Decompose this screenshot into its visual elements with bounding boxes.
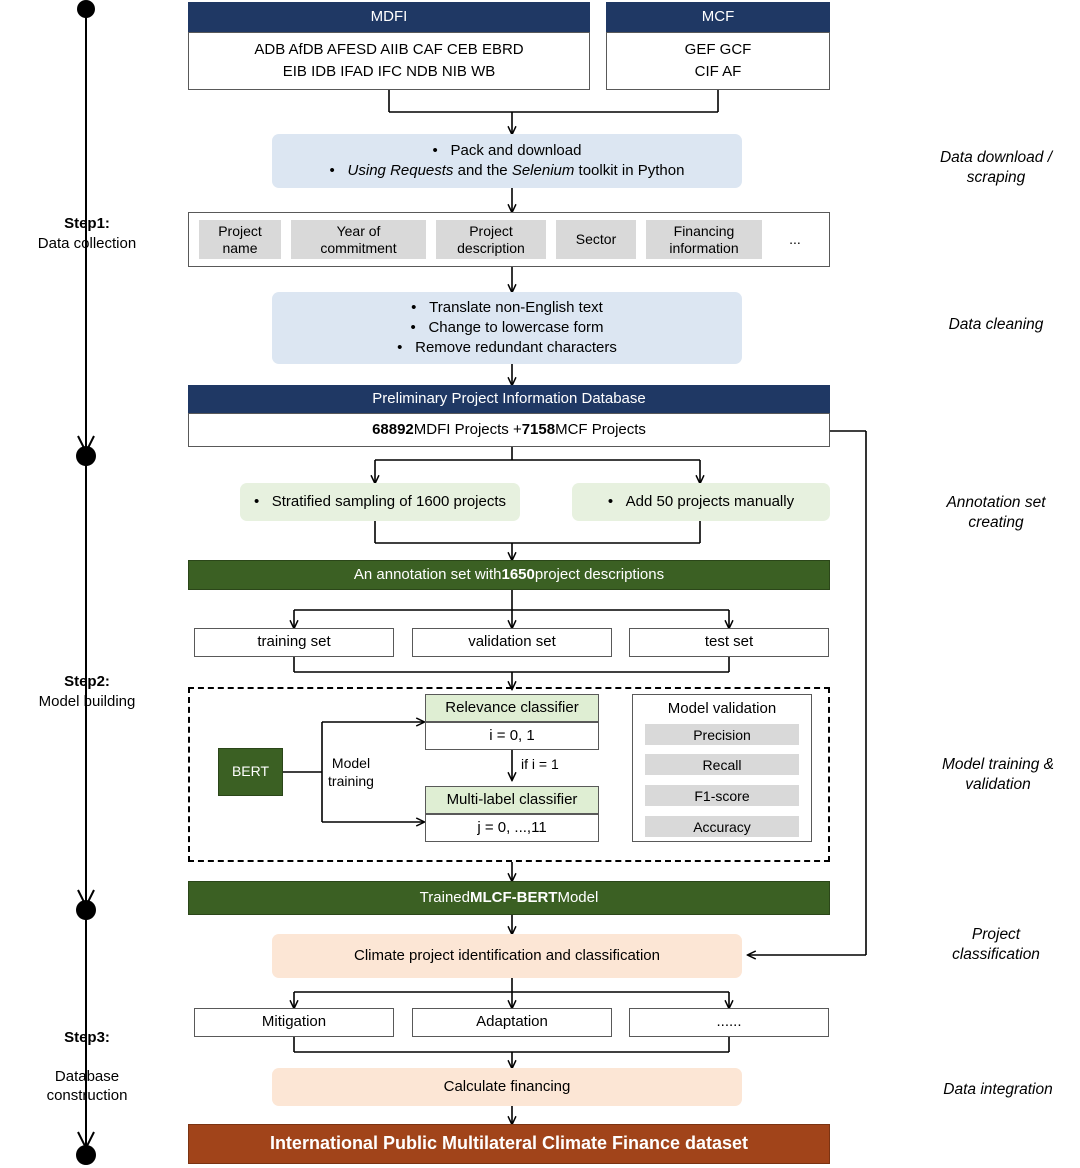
step2-subtitle: Model building: [38, 692, 136, 710]
cleaning-bullet-2: Change to lowercase form: [410, 319, 603, 337]
mdfi-header: MDFI: [188, 2, 590, 32]
model-validation-title: Model validation: [667, 700, 777, 717]
field-chip-year-of-commitment: Year of commitment: [291, 220, 426, 259]
preliminary-database-header: Preliminary Project Information Database: [188, 385, 830, 413]
model-building-container: [188, 687, 830, 862]
requests-emphasis: Using Requests: [347, 162, 454, 179]
field-chip-financing-information: Financing information: [646, 220, 762, 259]
category-box-others: ......: [629, 1008, 829, 1037]
trained-model-post: Model: [557, 888, 599, 906]
count-mcf-value: 7158: [521, 420, 556, 438]
field-chip-project-description: Project description: [436, 220, 546, 259]
stage-label-project-classification: Project classification: [952, 926, 1040, 964]
download-bullets: Pack and download Using Requests and the…: [272, 142, 742, 181]
cleaning-bullet-3: Remove redundant characters: [397, 339, 617, 357]
step2-title: Step2:: [64, 673, 110, 690]
selenium-emphasis: Selenium: [511, 162, 575, 179]
stage-label-model-training: Model training & validation: [941, 756, 1054, 794]
download-bullet-2: Using Requests and the Selenium toolkit …: [330, 162, 685, 180]
stage-label-annotation-set: Annotation set creating: [946, 494, 1046, 532]
stage-label-data-download: Data download / scraping: [939, 149, 1053, 187]
multilabel-classifier-header: Multi-label classifier: [425, 786, 599, 814]
data-cleaning-step: Translate non-English text Change to low…: [272, 292, 742, 364]
step1-title: Step1:: [64, 215, 110, 232]
cleaning-bullet-1: Translate non-English text: [411, 299, 603, 317]
step-label-1: Step1: Data collection: [8, 214, 166, 253]
field-chip-ellipsis: ...: [789, 231, 801, 247]
condition-if-i-equals-1: if i = 1: [521, 756, 559, 772]
mcf-members-line2: CIF AF: [694, 62, 742, 80]
field-chip-project-name: Project name: [199, 220, 281, 259]
split-box-test-set: test set: [629, 628, 829, 657]
split-box-validation-set: validation set: [412, 628, 612, 657]
calculate-financing-step: Calculate financing: [272, 1068, 742, 1106]
step-label-3: Step3: Database construction: [8, 1008, 166, 1106]
step3-subtitle: Database construction: [46, 1067, 128, 1105]
count-mdfi-label: MDFI Projects +: [413, 420, 522, 438]
count-mcf-label: MCF Projects: [555, 420, 646, 438]
step3-title: Step3:: [64, 1028, 110, 1046]
step1-subtitle: Data collection: [37, 234, 137, 252]
category-box-mitigation: Mitigation: [194, 1008, 394, 1037]
mdfi-members-box: ADB AfDB AFESD AIIB CAF CEB EBRD EIB IDB…: [188, 32, 590, 90]
stage-label-data-integration: Data integration: [943, 1081, 1053, 1098]
stage-label-data-cleaning: Data cleaning: [948, 316, 1044, 333]
multilabel-classifier-value: j = 0, ...,11: [425, 814, 599, 842]
mdfi-members-line1: ADB AfDB AFESD AIIB CAF CEB EBRD: [254, 41, 524, 59]
pack-and-download-step: Pack and download Using Requests and the…: [272, 134, 742, 188]
category-box-adaptation: Adaptation: [412, 1008, 612, 1037]
mcf-members-line1: GEF GCF: [684, 41, 752, 59]
stratified-sampling-label: Stratified sampling of 1600 projects: [254, 493, 506, 511]
metric-f1-score: F1-score: [645, 785, 799, 806]
cleaning-bullets: Translate non-English text Change to low…: [272, 299, 742, 358]
mdfi-members-line2: EIB IDB IFAD IFC NDB NIB WB: [282, 62, 496, 80]
mcf-members-box: GEF GCF CIF AF: [606, 32, 830, 90]
mcf-header: MCF: [606, 2, 830, 32]
model-training-label: Model training: [328, 755, 374, 789]
field-chip-sector: Sector: [556, 220, 636, 259]
trained-model-name: MLCF-BERT: [469, 888, 558, 906]
download-bullet-2-post: toolkit in Python: [574, 162, 685, 179]
final-dataset-bar: International Public Multilateral Climat…: [188, 1124, 830, 1164]
metric-accuracy: Accuracy: [645, 816, 799, 837]
annotation-set-pre: An annotation set with: [353, 565, 502, 583]
step-label-2: Step2: Model building: [8, 672, 166, 711]
preliminary-database-counts: 68892 MDFI Projects + 7158 MCF Projects: [188, 413, 830, 447]
annotation-set-bar: An annotation set with 1650 project desc…: [188, 560, 830, 590]
download-bullet-1: Pack and download: [433, 142, 582, 160]
relevance-classifier-value: i = 0, 1: [425, 722, 599, 750]
manual-add-label: Add 50 projects manually: [608, 493, 794, 511]
relevance-classifier-header: Relevance classifier: [425, 694, 599, 722]
metric-recall: Recall: [645, 754, 799, 775]
metric-precision: Precision: [645, 724, 799, 745]
trained-model-pre: Trained: [419, 888, 470, 906]
split-box-training-set: training set: [194, 628, 394, 657]
annotation-set-post: project descriptions: [534, 565, 665, 583]
annotation-set-count: 1650: [501, 565, 535, 583]
stratified-sampling-box: Stratified sampling of 1600 projects: [240, 483, 520, 521]
count-mdfi-value: 68892: [372, 420, 414, 438]
climate-project-classification-step: Climate project identification and class…: [272, 934, 742, 978]
download-bullet-2-mid: and the: [453, 162, 512, 179]
manual-add-box: Add 50 projects manually: [572, 483, 830, 521]
trained-model-bar: Trained MLCF-BERT Model: [188, 881, 830, 915]
bert-model-box: BERT: [218, 748, 283, 796]
